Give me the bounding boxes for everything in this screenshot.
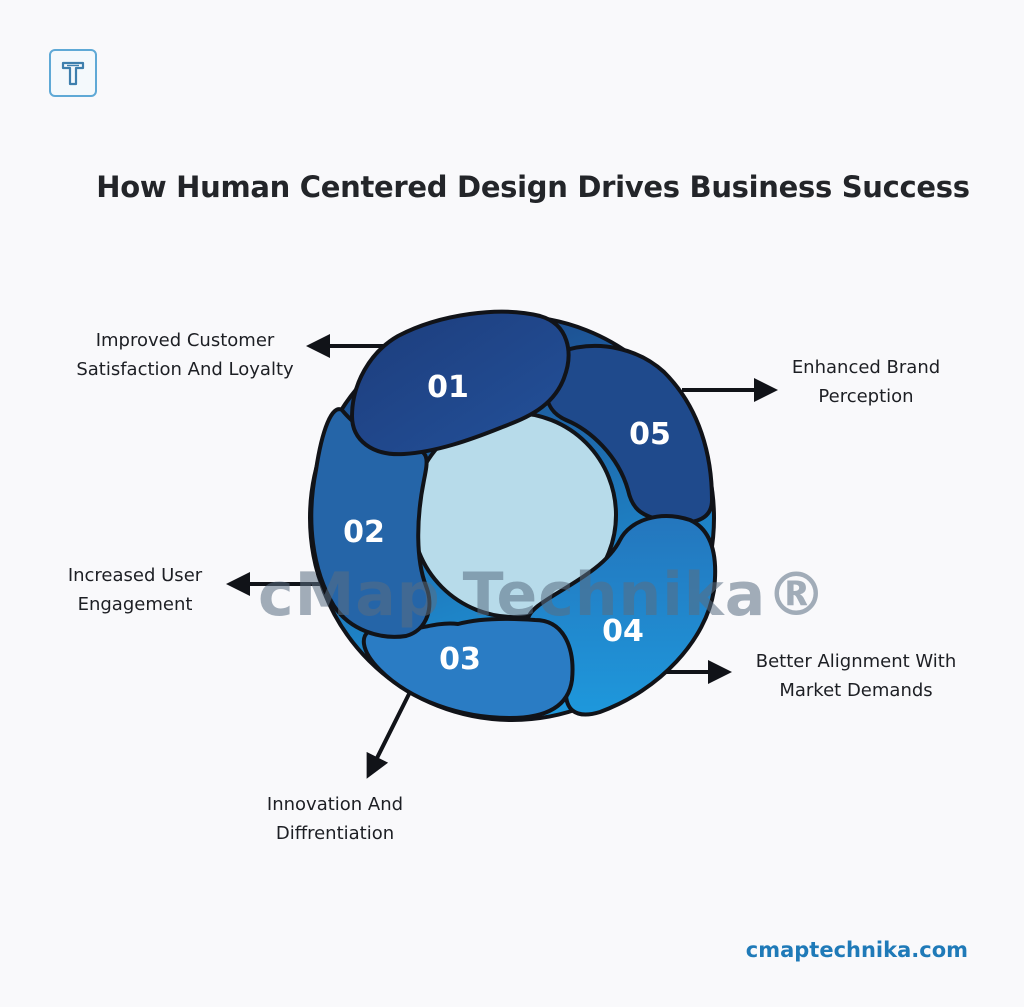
step-label-03-line1: Innovation And [266, 794, 404, 815]
step-label-01: Improved Customer Satisfaction And Loyal… [58, 326, 312, 384]
step-label-03: Innovation And Diffrentiation [250, 790, 420, 848]
step-label-05-line2: Perception [818, 386, 914, 407]
step-number-05: 05 [629, 417, 671, 452]
segment-03 [361, 616, 575, 721]
step-number-01: 01 [427, 370, 469, 405]
step-label-04-line2: Market Demands [779, 680, 933, 701]
step-number-02: 02 [343, 515, 385, 550]
arrow-to-step-03 [366, 691, 412, 779]
step-label-02: Increased User Engagement [52, 561, 218, 619]
step-label-03-line2: Diffrentiation [275, 823, 395, 844]
segment-01 [349, 309, 571, 457]
t-logo-icon [61, 61, 85, 86]
step-number-04: 04 [602, 614, 644, 649]
step-number-03: 03 [439, 642, 481, 677]
step-label-02-line2: Engagement [77, 594, 193, 615]
page-title: How Human Centered Design Drives Busines… [96, 170, 970, 204]
brand-logo [49, 49, 97, 97]
step-label-01-line2: Satisfaction And Loyalty [76, 359, 294, 380]
step-label-04: Better Alignment With Market Demands [738, 647, 974, 705]
step-label-01-line1: Improved Customer [95, 330, 275, 351]
step-label-05: Enhanced Brand Perception [776, 353, 956, 411]
step-label-04-line1: Better Alignment With [755, 651, 957, 672]
step-label-05-line1: Enhanced Brand [791, 357, 941, 378]
step-label-02-line1: Increased User [67, 565, 203, 586]
footer-website-link[interactable]: cmaptechnika.com [745, 938, 968, 962]
